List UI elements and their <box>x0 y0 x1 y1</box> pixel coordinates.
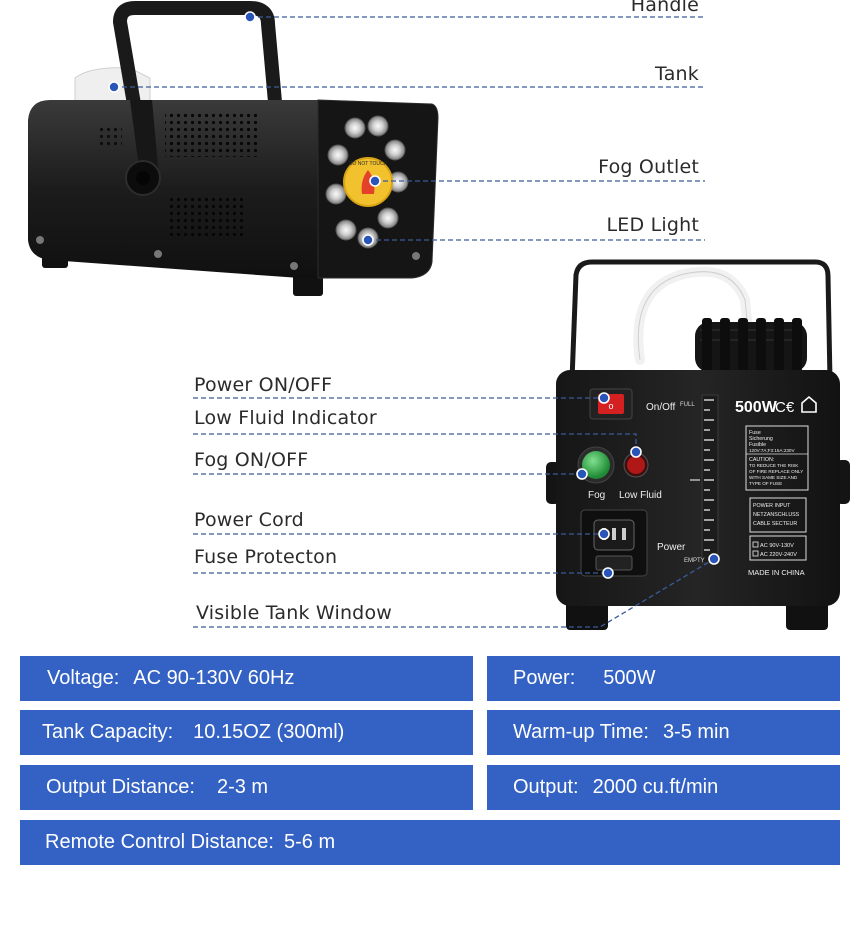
spec-power-value: 500W <box>603 667 656 689</box>
spec-output-key: Output: <box>513 776 579 798</box>
led-ring <box>325 115 409 249</box>
spec-remote-value: 5-6 m <box>283 831 336 853</box>
spec-output: Output: 2000 cu.ft/min <box>487 765 840 810</box>
caution-line-4: WITH SAME SIZE AND <box>749 475 798 480</box>
caution-line-5: TYPE OF FUSE <box>749 481 782 486</box>
callout-fog-outlet: Fog Outlet <box>598 156 699 178</box>
spec-remote: Remote Control Distance: 5-6 m <box>20 820 840 865</box>
fuse-line-1: Fuse <box>749 430 761 436</box>
made-in-label: MADE IN CHINA <box>748 568 805 577</box>
spec-power: Power: 500W <box>487 656 840 701</box>
callout-handle: Handle <box>630 0 699 16</box>
spec-voltage: Voltage: AC 90-130V 60Hz <box>20 656 473 701</box>
spec-voltage-key: Voltage: <box>47 667 120 689</box>
spec-warmup-value: 3-5 min <box>662 721 730 743</box>
spec-output-distance: Output Distance: 2-3 m <box>20 765 473 810</box>
spec-tank-capacity-value: 10.15OZ (300ml) <box>193 721 345 743</box>
spec-power-key: Power: <box>513 667 576 689</box>
spec-tank-capacity-key: Tank Capacity: <box>42 721 174 743</box>
wattage-label: 500W <box>735 399 778 416</box>
caution-line-3: OF FIRE REPLACE ONLY <box>749 469 803 474</box>
ce-mark: C€ <box>775 399 795 416</box>
input-line-1: POWER INPUT <box>753 503 791 509</box>
callout-tank-window: Visible Tank Window <box>196 602 393 624</box>
callout-low-fluid: Low Fluid Indicator <box>194 407 377 429</box>
callout-leaders <box>114 16 715 628</box>
callout-tank: Tank <box>655 63 699 85</box>
voltage-option-1: AC 90V-130V <box>760 543 794 549</box>
spec-output-distance-value: 2-3 m <box>216 776 269 798</box>
callout-power-onoff: Power ON/OFF <box>194 374 333 396</box>
low-fluid-label: Low Fluid <box>619 490 662 501</box>
spec-warmup-key: Warm-up Time: <box>513 721 649 743</box>
machine-side-view: DO NOT TOUCH <box>28 1 439 296</box>
fuse-line-3: Fusible <box>749 442 766 448</box>
tank-window-scale <box>704 399 714 551</box>
spec-output-distance-key: Output Distance: <box>46 776 195 798</box>
on-off-label: On/Off <box>646 402 675 413</box>
power-label: Power <box>657 542 686 553</box>
fog-label: Fog <box>588 490 605 501</box>
spec-remote-key: Remote Control Distance: <box>45 831 274 853</box>
spec-voltage-value: AC 90-130V 60Hz <box>133 667 295 689</box>
machine-back-view: o On/Off FULL EMPTY Fog Low Fluid P <box>546 259 850 630</box>
spec-output-value: 2000 cu.ft/min <box>592 776 719 798</box>
fuse-line-2: Sicherung <box>749 436 773 442</box>
spec-warmup: Warm-up Time: 3-5 min <box>487 710 840 755</box>
full-label: FULL <box>680 402 695 408</box>
input-line-3: CABLE SECTEUR <box>753 521 797 527</box>
callout-fuse: Fuse Protecton <box>194 546 338 568</box>
input-line-2: NETZANSCHLUSS <box>753 512 800 518</box>
caution-line-1: CAUTION: <box>749 457 774 463</box>
fan-label-text: DO NOT TOUCH <box>349 161 388 167</box>
spec-tank-capacity: Tank Capacity: 10.15OZ (300ml) <box>20 710 473 755</box>
empty-label: EMPTY <box>684 558 705 564</box>
callout-fog-onoff: Fog ON/OFF <box>194 449 309 471</box>
caution-line-2: TO REDUCE THE RISK <box>749 463 799 468</box>
callout-power-cord: Power Cord <box>194 509 304 531</box>
fuse-line-4: 120V:7A;F3:15A:230V <box>749 448 795 453</box>
voltage-option-2: AC 220V-240V <box>760 552 797 558</box>
callout-led-light: LED Light <box>606 214 699 236</box>
svg-text:o: o <box>608 401 613 411</box>
callout-dots <box>108 11 720 579</box>
